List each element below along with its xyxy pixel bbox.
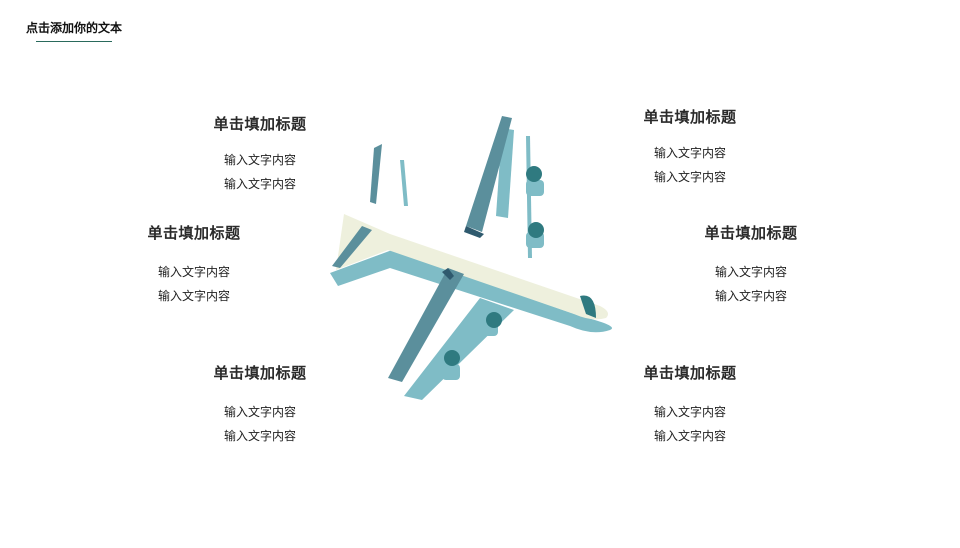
text-block-top-right: 单击填加标题 输入文字内容 输入文字内容 (630, 106, 750, 189)
block-heading[interactable]: 单击填加标题 (643, 364, 737, 382)
block-heading[interactable]: 单击填加标题 (147, 224, 241, 242)
block-line[interactable]: 输入文字内容 (653, 170, 726, 184)
airplane-icon (330, 116, 612, 400)
text-block-bottom-left: 单击填加标题 输入文字内容 输入文字内容 (200, 362, 320, 448)
block-line[interactable]: 输入文字内容 (223, 429, 296, 443)
block-line[interactable]: 输入文字内容 (223, 405, 296, 419)
text-block-bottom-right: 单击填加标题 输入文字内容 输入文字内容 (630, 362, 750, 448)
block-line[interactable]: 输入文字内容 (157, 289, 230, 303)
plane-body (332, 116, 608, 382)
block-heading[interactable]: 单击填加标题 (643, 108, 737, 126)
text-block-top-left: 单击填加标题 输入文字内容 输入文字内容 (200, 113, 320, 196)
block-line[interactable]: 输入文字内容 (653, 146, 726, 160)
block-line[interactable]: 输入文字内容 (223, 177, 296, 191)
page-title: 点击添加你的文本 (26, 21, 123, 35)
block-line[interactable]: 输入文字内容 (714, 289, 787, 303)
text-block-mid-left: 单击填加标题 输入文字内容 输入文字内容 (134, 222, 254, 308)
title-underline (36, 41, 112, 42)
block-heading[interactable]: 单击填加标题 (704, 224, 798, 242)
block-heading[interactable]: 单击填加标题 (213, 364, 307, 382)
plane-shadow (330, 128, 612, 400)
block-line[interactable]: 输入文字内容 (714, 265, 787, 279)
block-line[interactable]: 输入文字内容 (223, 153, 296, 167)
block-line[interactable]: 输入文字内容 (653, 405, 726, 419)
text-block-mid-right: 单击填加标题 输入文字内容 输入文字内容 (691, 222, 811, 308)
block-heading[interactable]: 单击填加标题 (213, 115, 307, 133)
block-line[interactable]: 输入文字内容 (653, 429, 726, 443)
block-line[interactable]: 输入文字内容 (157, 265, 230, 279)
